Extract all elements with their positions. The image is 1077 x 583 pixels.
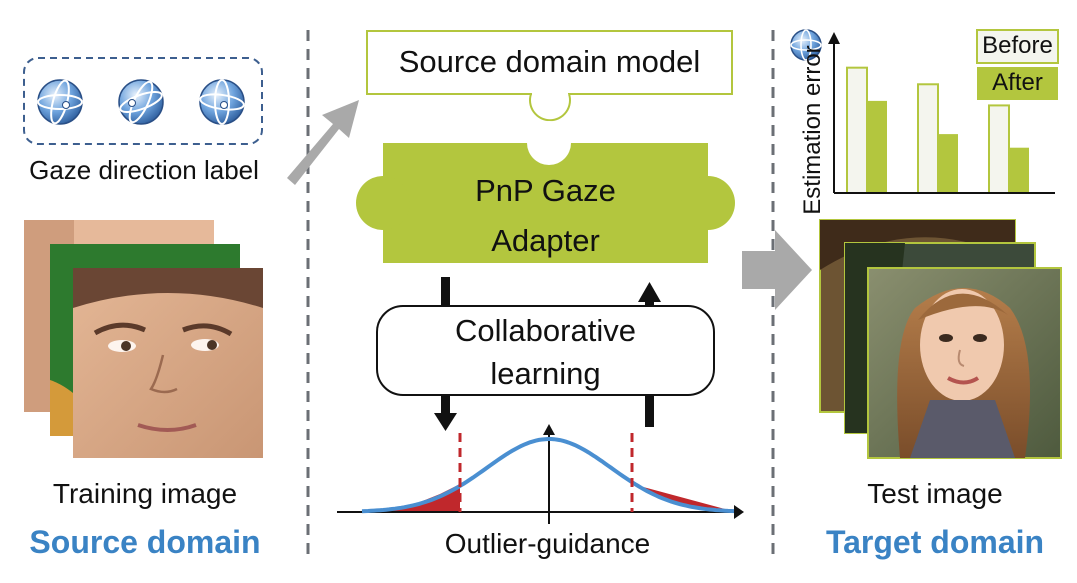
bar-before-2 [917, 83, 939, 194]
gaussian-curve [361, 437, 735, 514]
outlier-guidance-label: Outlier-guidance [444, 528, 651, 559]
legend-before-swatch [976, 29, 1059, 64]
source-domain-label: Source domain [29, 524, 261, 560]
bar-before-1 [846, 66, 868, 194]
source-model-box [366, 30, 733, 95]
bar-before-3 [988, 104, 1010, 194]
legend-after-swatch [977, 67, 1058, 100]
source-model-label: Source domain model [398, 44, 701, 79]
collaborative-learning-box [376, 305, 715, 396]
collab-label-line2: learning [490, 356, 601, 391]
adapter-label-line2: Adapter [491, 223, 600, 258]
chart-ylabel: Estimation error [799, 45, 826, 215]
right-outlier-tail [632, 484, 736, 512]
gaze-sphere-icon [37, 79, 83, 125]
test-image-label: Test image [867, 478, 1003, 509]
error-chart [790, 29, 1059, 194]
outlier-guidance-plot [337, 424, 744, 524]
test-image-stack [819, 219, 1062, 459]
source-to-model-arrow [287, 100, 359, 185]
pnp-adapter-block [356, 121, 735, 263]
chart-gaze-icon [790, 29, 822, 61]
adapter-to-target-arrow [742, 230, 812, 310]
gaze-sphere-icon [199, 79, 245, 125]
bar-after-1 [867, 100, 887, 193]
training-image-label: Training image [52, 478, 238, 509]
bar-after-2 [938, 134, 958, 193]
training-image-stack [24, 220, 263, 458]
model-connector-knob [529, 93, 571, 122]
gaze-sphere-icon [118, 79, 164, 125]
legend-before-label: Before [982, 32, 1053, 59]
adapter-label-line1: PnP Gaze [475, 173, 616, 208]
left-outlier-tail [362, 484, 460, 512]
bar-after-3 [1009, 147, 1029, 193]
gaze-direction-label: Gaze direction label [29, 155, 259, 185]
collab-label-line1: Collaborative [455, 313, 636, 348]
target-domain-label: Target domain [825, 524, 1045, 560]
legend-after-label: After [992, 69, 1043, 96]
